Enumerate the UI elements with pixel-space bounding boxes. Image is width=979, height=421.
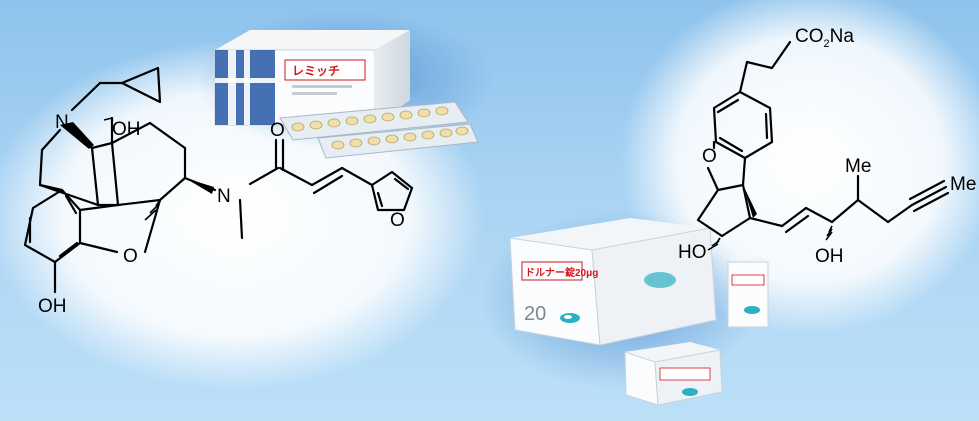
left-atom-o-furan: O (390, 210, 405, 231)
right-atom-ho: HO (678, 242, 707, 263)
right-atom-oh: OH (815, 246, 844, 267)
left-structure: N OH N O O O OH (23, 66, 414, 317)
right-structure: CO2Na O HO OH Me Me (678, 26, 976, 267)
left-atom-o-bridge: O (123, 246, 138, 267)
package-right-label: ドルナー錠20μg (525, 266, 598, 279)
right-atom-me-branch: Me (845, 156, 871, 177)
package-left-label: レミッチ (292, 64, 340, 78)
left-atom-o-carbonyl: O (270, 120, 285, 141)
package-right: ドルナー錠20μg 20 (480, 210, 769, 406)
left-atom-n-amide: N (217, 186, 231, 207)
right-atom-o-furan: O (702, 146, 717, 167)
blister-strips (279, 101, 479, 159)
package-left: レミッチ (195, 10, 495, 159)
right-atom-me-terminal: Me (950, 174, 976, 195)
left-atom-oh-phenol: OH (38, 296, 67, 317)
left-atom-n-amine: N (55, 112, 69, 133)
left-atom-oh-top: OH (112, 119, 141, 140)
right-atom-co2: CO2Na (795, 26, 854, 50)
package-right-count: 20 (524, 303, 546, 325)
